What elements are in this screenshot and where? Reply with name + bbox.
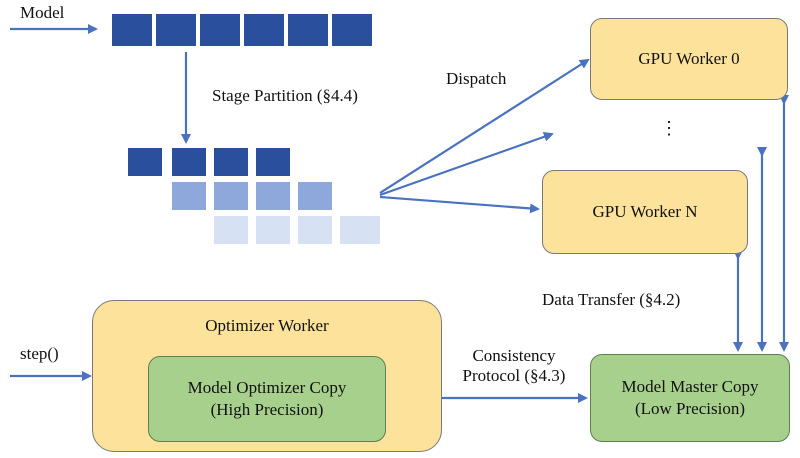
model-optimizer-copy-box: Model Optimizer Copy (High Precision)	[148, 356, 386, 442]
step-input-label: step()	[20, 344, 59, 363]
consistency-label-line1: Consistency	[472, 346, 556, 365]
stage-block	[256, 216, 290, 244]
gpu-worker-n-box: GPU Worker N	[542, 170, 748, 254]
stage-partition-label: Stage Partition (§4.4)	[212, 86, 358, 105]
model-block	[288, 14, 328, 46]
stage-block	[172, 148, 206, 176]
model-master-copy-precision: (Low Precision)	[634, 399, 745, 418]
model-optimizer-copy-title: Model Optimizer Copy	[187, 377, 347, 397]
model-block	[156, 14, 196, 46]
data-transfer-label: Data Transfer (§4.2)	[542, 290, 681, 309]
stage-block	[340, 216, 380, 244]
consistency-protocol-label: Consistency Protocol (§4.3)	[444, 346, 584, 386]
optimizer-worker-label: Optimizer Worker	[205, 316, 329, 335]
model-input-label: Model	[20, 3, 65, 22]
stage-block	[214, 182, 248, 210]
stage-block	[214, 216, 248, 244]
stage-block	[256, 148, 290, 176]
dispatch-arrow-gpun	[379, 195, 540, 214]
dispatch-label: Dispatch	[446, 69, 507, 88]
gpu-worker-0-box: GPU Worker 0	[590, 18, 788, 100]
stage-block	[256, 182, 290, 210]
stage-block	[298, 216, 332, 244]
gpu-worker-ellipsis: ⋮	[660, 118, 678, 138]
model-optimizer-copy-precision: (High Precision)	[210, 400, 324, 419]
model-master-copy-box: Model Master Copy (Low Precision)	[590, 354, 790, 442]
model-block	[244, 14, 284, 46]
stage-block	[298, 182, 332, 210]
dispatch-arrow-middle	[379, 131, 554, 197]
model-block	[200, 14, 240, 46]
consistency-label-line2: Protocol (§4.3)	[462, 366, 566, 385]
model-block	[112, 14, 152, 46]
gpu-worker-n-label: GPU Worker N	[592, 201, 698, 221]
model-block	[332, 14, 372, 46]
dispatch-arrow-gpu0	[379, 58, 590, 194]
gpu-worker-0-label: GPU Worker 0	[638, 48, 740, 68]
stage-block	[214, 148, 248, 176]
stage-block	[128, 148, 162, 176]
model-master-copy-title: Model Master Copy	[621, 376, 759, 396]
stage-block	[172, 182, 206, 210]
